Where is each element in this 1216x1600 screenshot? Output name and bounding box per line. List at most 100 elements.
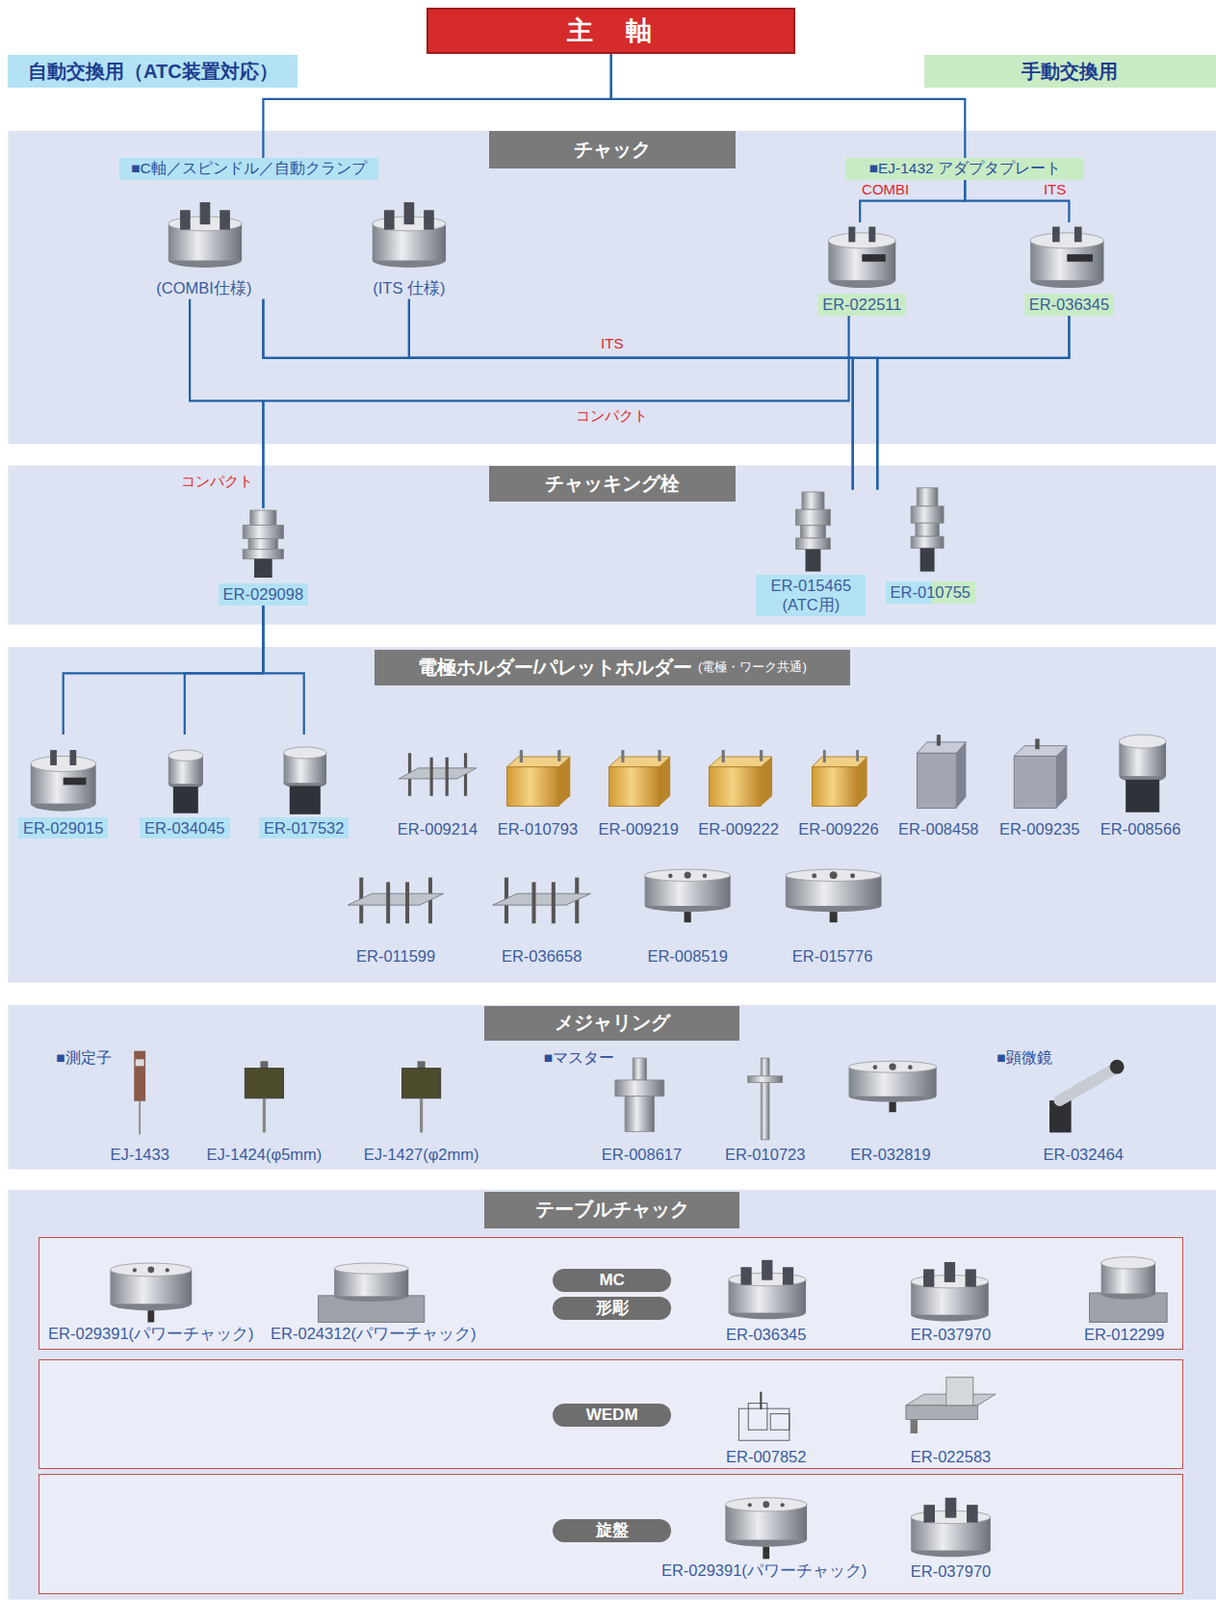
product-item: ER-015465 (ATC用) xyxy=(755,490,866,617)
group-heading: ■測定子 xyxy=(55,1048,111,1065)
section-subtitle: (電極・ワーク共通) xyxy=(698,658,807,676)
product-item: ER-017532 xyxy=(253,734,356,839)
icon-space xyxy=(253,734,356,818)
label-slot: ER-009214 xyxy=(397,820,478,839)
label-slot: ER-036658 xyxy=(501,946,582,965)
mode-pill: WEDM xyxy=(552,1403,672,1427)
group-heading: ■顕微鏡 xyxy=(996,1048,1052,1065)
icon-space xyxy=(211,508,314,584)
label-slot: ER-009235 xyxy=(999,820,1080,839)
product-icon xyxy=(827,227,896,289)
product-icon xyxy=(1049,1060,1124,1134)
label-slot: ER-029391(パワーチャック) xyxy=(48,1323,254,1346)
part-number: ER-009222 xyxy=(698,820,778,838)
mode-pill: 旋盤 xyxy=(552,1519,672,1543)
part-number: ER-008617 xyxy=(601,1145,682,1164)
mode-pill: 形彫 xyxy=(552,1296,672,1320)
edge-label-slot: ITS xyxy=(1040,181,1069,199)
product-icon xyxy=(748,1058,783,1140)
part-number: ER-029391(パワーチャック) xyxy=(661,1561,867,1579)
icon-space xyxy=(361,199,458,279)
product-icon xyxy=(372,202,446,268)
product-item: ER-029015 xyxy=(12,734,115,839)
product-icon xyxy=(645,869,731,923)
label-slot: ER-032819 xyxy=(850,1145,931,1165)
pill-slot: MC xyxy=(552,1268,672,1293)
panel-ground xyxy=(7,465,1216,624)
product-icon xyxy=(609,750,672,806)
label-slot: ER-010793 xyxy=(497,820,578,839)
title-band: 自動交換用（ATC装置対応） xyxy=(7,54,298,88)
pill-slot: 旋盤 xyxy=(552,1519,672,1543)
section-title: テーブルチャック xyxy=(535,1196,690,1223)
band-title: 自動交換用（ATC装置対応） xyxy=(27,58,279,85)
mode-pill: MC xyxy=(552,1268,672,1293)
product-icon xyxy=(398,752,477,797)
part-number: ER-029015 xyxy=(18,817,108,840)
product-icon xyxy=(785,869,882,923)
part-number: ER-011599 xyxy=(356,946,436,964)
machine-group: 旋盤 xyxy=(38,1474,1184,1595)
icon-space xyxy=(755,490,866,575)
edge-label-slot: ITS xyxy=(597,335,626,353)
label-slot: ■マスター xyxy=(543,1047,615,1068)
label-slot: ER-008458 xyxy=(898,820,979,839)
part-number: ER-009214 xyxy=(397,820,478,838)
pill-slot: WEDM xyxy=(552,1403,672,1427)
group-ground xyxy=(38,1474,1184,1595)
connector-line xyxy=(409,299,878,491)
section-title: チャッキング栓 xyxy=(544,470,680,497)
product-item: ER-036345 xyxy=(1017,222,1120,316)
product-icon xyxy=(1118,734,1166,813)
connector-line xyxy=(964,180,1069,223)
product-icon xyxy=(401,1060,440,1133)
edge-label-slot: COMBI xyxy=(858,181,912,199)
part-number: ER-034045 xyxy=(139,817,230,840)
part-number: ER-017532 xyxy=(258,817,349,840)
header-row: テーブルチャック xyxy=(7,1191,1216,1229)
edge-label: コンパクト xyxy=(178,472,257,490)
product-icon xyxy=(492,878,592,925)
part-number: ER-022583 xyxy=(910,1448,991,1466)
product-icon xyxy=(1089,1257,1168,1323)
part-number: ER-009235 xyxy=(999,820,1080,838)
label-slot: ER-029391(パワーチャック) xyxy=(661,1560,867,1582)
connector-line xyxy=(262,605,304,735)
edge-label: ITS xyxy=(1040,181,1069,198)
title-band: 主 軸 xyxy=(426,7,797,54)
product-item: (ITS 仕様) xyxy=(361,199,458,300)
part-number: ER-008566 xyxy=(1100,820,1181,838)
product-icon xyxy=(795,491,830,572)
part-number: ER-037970 xyxy=(910,1561,991,1579)
label-slot: ER-008617 xyxy=(601,1145,682,1165)
category-tag: ■C軸／スピンドル／自動クランプ xyxy=(119,157,379,181)
icon-space xyxy=(1017,222,1120,294)
product-icon xyxy=(849,1060,937,1113)
label-slot: EJ-1427(φ2mm) xyxy=(363,1145,480,1165)
product-icon xyxy=(917,734,967,808)
part-number: ER-032819 xyxy=(850,1145,931,1164)
product-icon xyxy=(615,1058,665,1132)
header-row: 電極ホルダー/パレットホルダー(電極・ワーク共通) xyxy=(7,649,1216,686)
section-panel: チャック■C軸／スピンドル／自動クランプ(COMBI仕様)(ITS 仕様)■EJ… xyxy=(7,130,1216,444)
part-number: EJ-1424(φ5mm) xyxy=(206,1145,323,1164)
product-icon xyxy=(724,1498,807,1560)
label-slot: ER-036345 xyxy=(725,1324,806,1344)
product-item: ER-029098 xyxy=(211,508,314,606)
section-header: チャッキング栓 xyxy=(489,465,736,502)
product-icon xyxy=(507,750,571,806)
product-icon xyxy=(318,1263,425,1322)
icon-space xyxy=(810,222,913,294)
part-number: ER-010755 xyxy=(885,581,976,604)
section-title: チャック xyxy=(573,136,651,163)
product-icon xyxy=(30,750,97,812)
edge-label: COMBI xyxy=(858,181,912,198)
part-number: ER-015776 xyxy=(792,946,873,964)
connector-line xyxy=(63,605,264,735)
product-icon xyxy=(738,1393,790,1442)
icon-space xyxy=(12,734,115,818)
part-number: ER-012299 xyxy=(1084,1324,1165,1343)
title-band: 手動交換用 xyxy=(924,54,1216,88)
